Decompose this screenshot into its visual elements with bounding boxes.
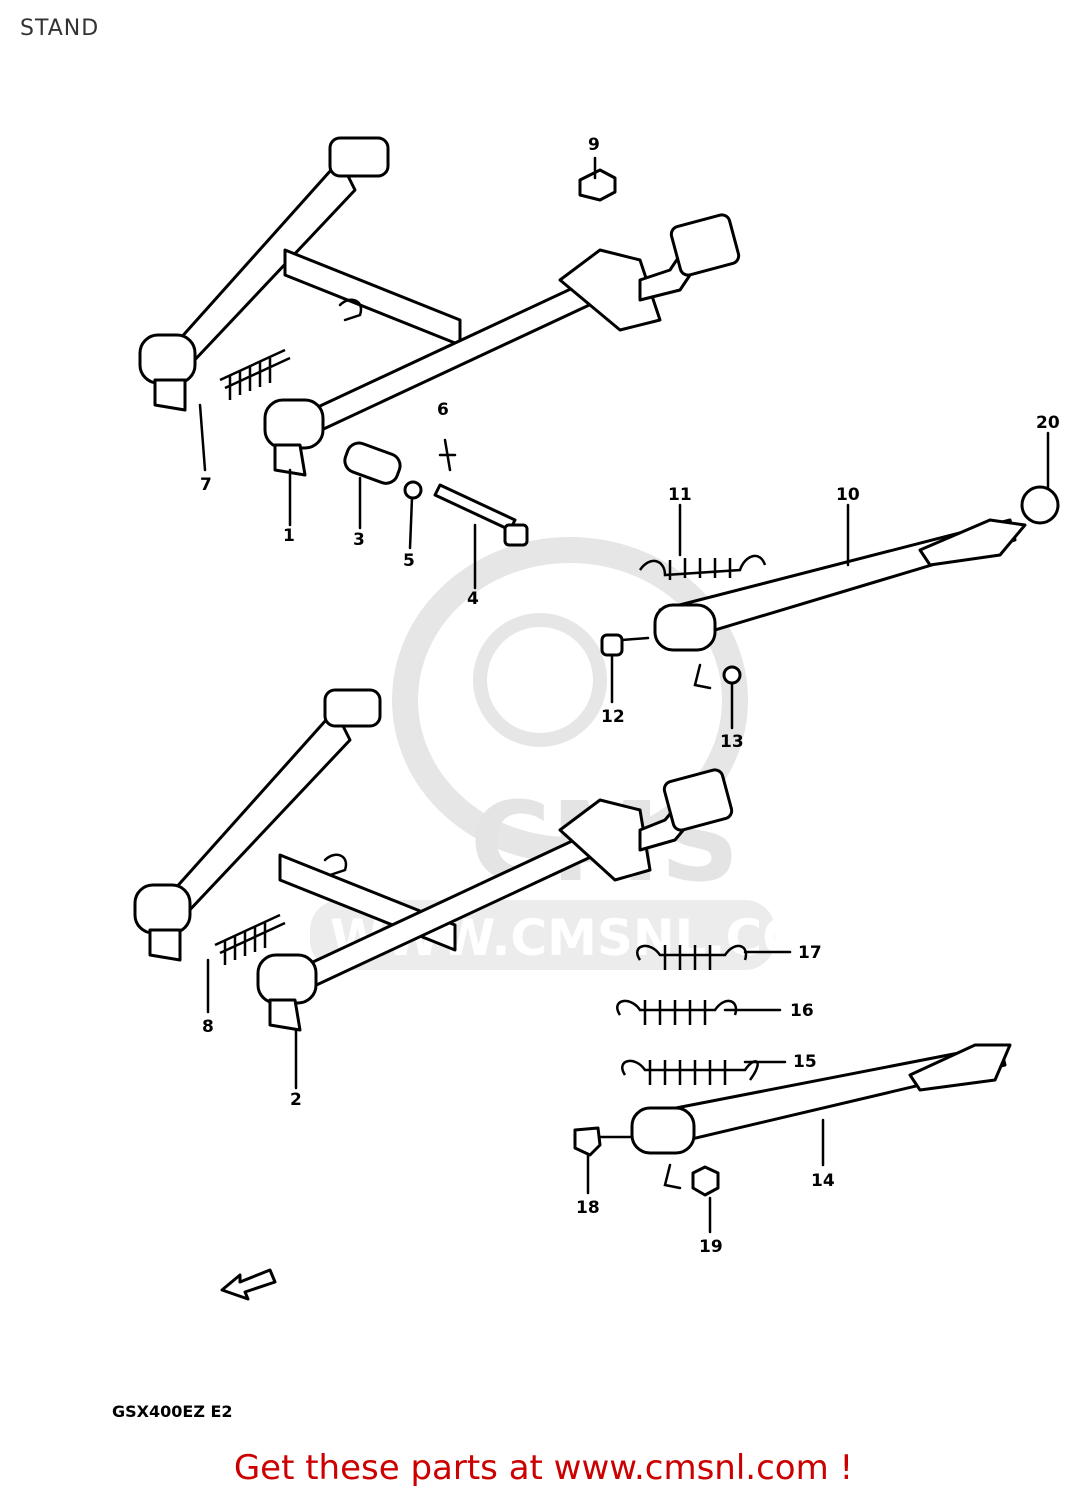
callout-17: 17 bbox=[798, 943, 822, 963]
callouts: 1 2 3 4 5 6 7 8 9 10 11 12 13 14 15 16 1… bbox=[112, 135, 1060, 1421]
callout-18: 18 bbox=[576, 1198, 600, 1218]
callout-19: 19 bbox=[699, 1237, 723, 1257]
callout-16: 16 bbox=[790, 1001, 814, 1021]
callout-7: 7 bbox=[200, 475, 212, 495]
leader-lines bbox=[198, 156, 1050, 1234]
callout-6: 6 bbox=[437, 400, 449, 420]
callout-1: 1 bbox=[283, 526, 295, 546]
callout-15: 15 bbox=[793, 1052, 817, 1072]
callout-2: 2 bbox=[290, 1090, 302, 1110]
page-title: STAND bbox=[20, 16, 100, 41]
model-code: GSX400EZ E2 bbox=[112, 1402, 233, 1421]
callout-3: 3 bbox=[353, 530, 365, 550]
callout-14: 14 bbox=[811, 1171, 835, 1191]
callout-10: 10 bbox=[836, 485, 860, 505]
footer-link[interactable]: Get these parts at www.cmsnl.com ! bbox=[233, 1448, 854, 1488]
callout-13: 13 bbox=[720, 732, 744, 752]
callout-9: 9 bbox=[588, 135, 600, 155]
center-stand-lower bbox=[133, 688, 734, 1032]
callout-20: 20 bbox=[1036, 413, 1060, 433]
callout-5: 5 bbox=[403, 551, 415, 571]
small-parts-upper bbox=[343, 168, 1060, 690]
callout-11: 11 bbox=[668, 485, 692, 505]
callout-12: 12 bbox=[601, 707, 625, 727]
callout-4: 4 bbox=[467, 589, 479, 609]
center-stand-upper bbox=[138, 136, 741, 477]
small-parts-lower bbox=[220, 944, 1012, 1301]
callout-8: 8 bbox=[202, 1017, 214, 1037]
